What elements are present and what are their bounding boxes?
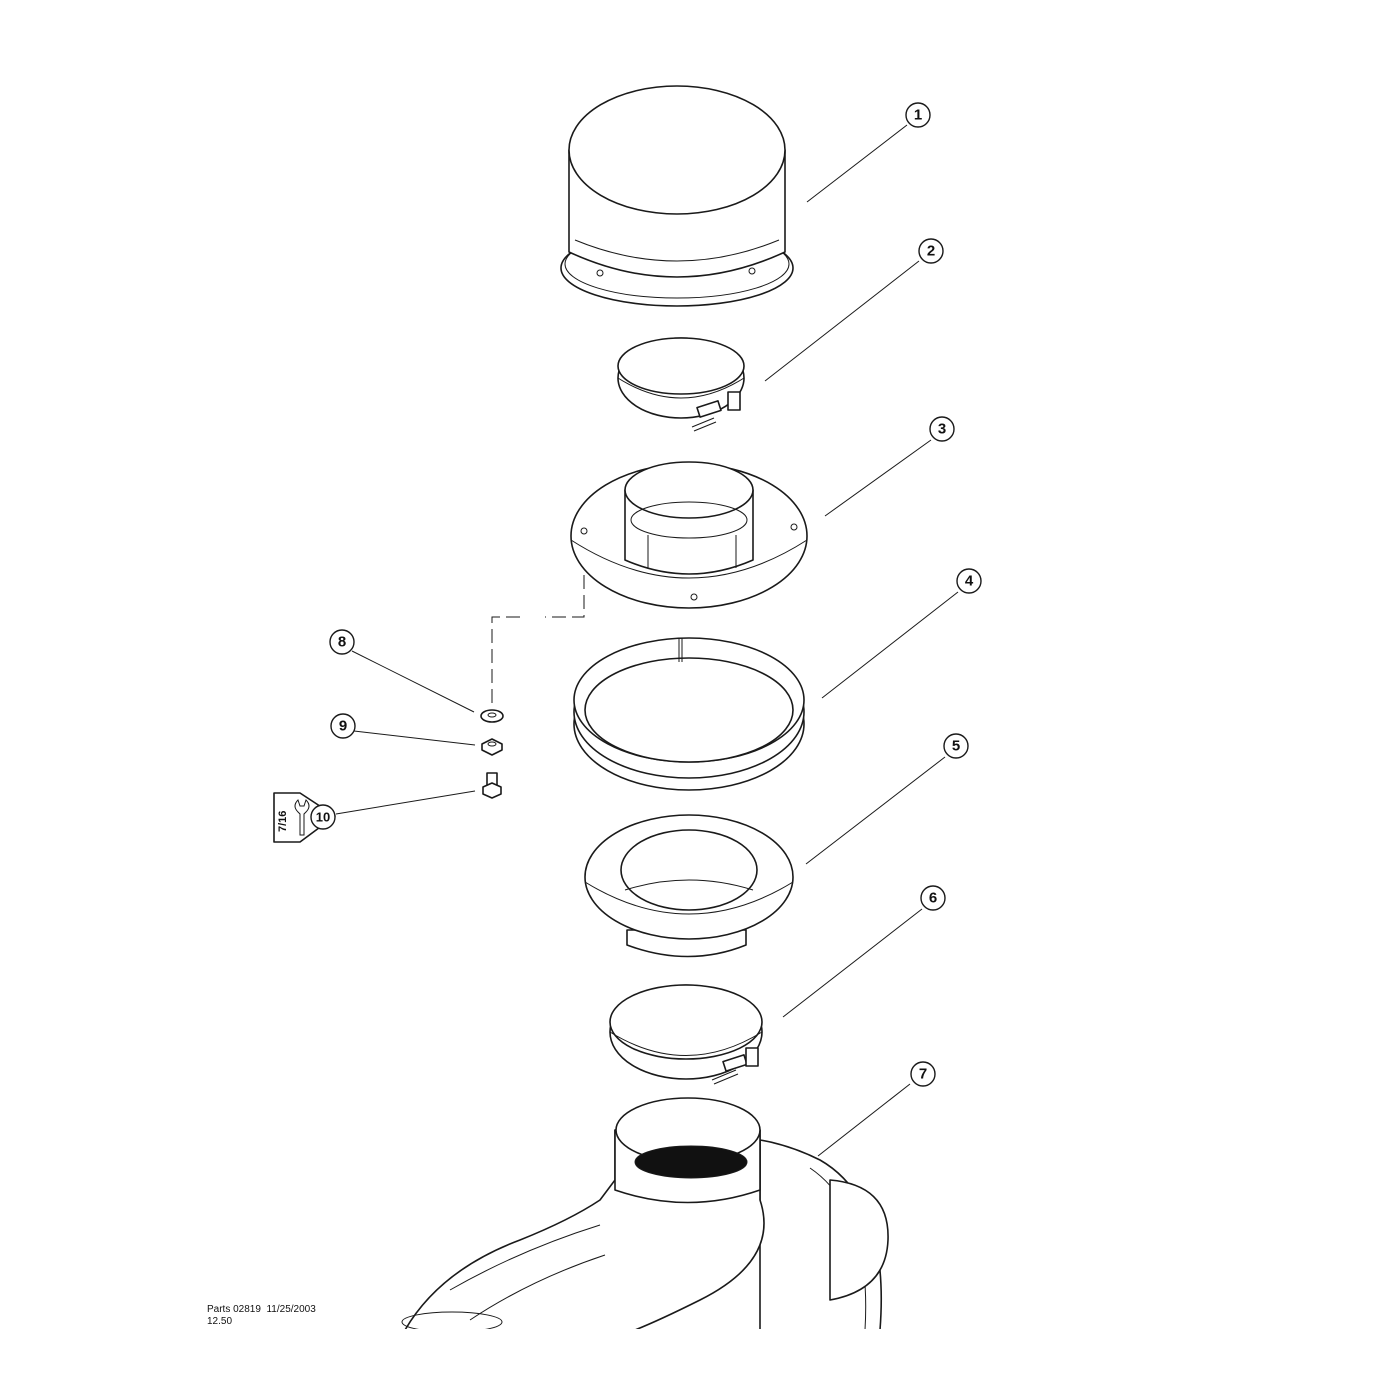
- part-clamp-lower: [609, 984, 763, 1085]
- part-reducer-flange: [584, 814, 794, 958]
- callout-8-label: 8: [338, 634, 346, 651]
- callout-9: 9: [330, 713, 356, 739]
- callout-1: 1: [905, 102, 931, 128]
- part-seal-ring: [573, 637, 805, 791]
- callout-2: 2: [918, 238, 944, 264]
- callout-1-label: 1: [914, 107, 922, 124]
- part-cap: [560, 85, 794, 307]
- callout-7: 7: [910, 1061, 936, 1087]
- footer-revision: 12.50: [207, 1316, 233, 1327]
- part-washer: [480, 709, 504, 723]
- callout-4-label: 4: [965, 573, 974, 590]
- part-flange-adapter: [570, 461, 808, 609]
- callout-2-label: 2: [927, 243, 935, 260]
- callout-3-label: 3: [938, 421, 946, 438]
- callout-6: 6: [920, 885, 946, 911]
- callout-3: 3: [929, 416, 955, 442]
- part-bolt: [482, 772, 502, 799]
- tool-tag: 7/16: [273, 792, 336, 843]
- footer-part-number: Parts 02819 11/25/2003: [207, 1304, 316, 1315]
- callout-6-label: 6: [929, 890, 937, 907]
- callout-10-label: 10: [316, 810, 330, 825]
- tool-size-label: 7/16: [277, 811, 289, 832]
- callout-8: 8: [329, 629, 355, 655]
- callout-5-label: 5: [952, 738, 960, 755]
- callout-4: 4: [956, 568, 982, 594]
- callout-9-label: 9: [339, 718, 347, 735]
- leader-lines: [335, 124, 959, 1157]
- wrench-icon: [294, 799, 310, 836]
- part-clamp-upper: [617, 337, 745, 432]
- part-nut: [481, 738, 503, 756]
- part-air-cleaner-housing: [400, 1097, 900, 1341]
- footer: Parts 02819 11/25/2003 12.50: [207, 1304, 316, 1328]
- callout-5: 5: [943, 733, 969, 759]
- hardware-fasteners: [480, 575, 585, 799]
- callout-7-label: 7: [919, 1066, 927, 1083]
- callout-10: 10: [310, 804, 336, 830]
